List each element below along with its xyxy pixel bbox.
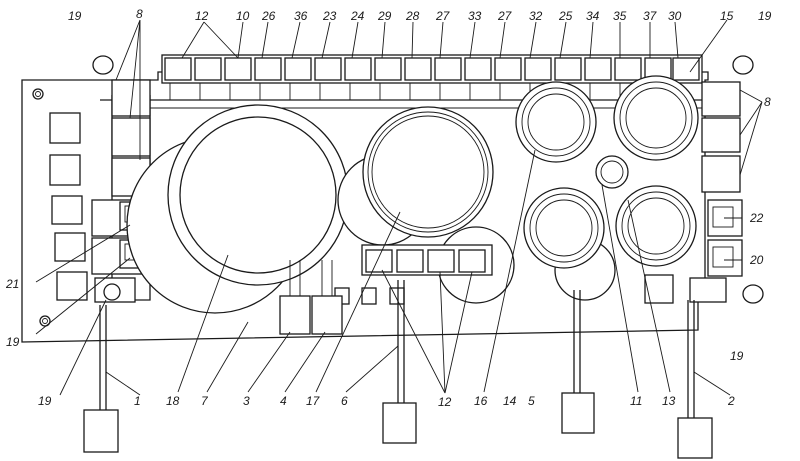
callout-12-bottom: 12 [438,395,452,409]
callout-20: 20 [749,253,764,267]
indicator-lamp-left-1 [49,112,81,144]
callout-35: 35 [613,9,627,23]
callout-4: 4 [280,394,287,408]
switch-20 [707,239,743,277]
callout-7: 7 [201,394,209,408]
leader-lines [35,19,763,396]
plug-5 [561,392,595,434]
callout-22: 22 [749,211,764,225]
callout-19-top-left: 19 [68,9,82,23]
speedometer-dial [179,116,337,274]
callout-21: 21 [5,277,19,291]
mounting-hole-top-left [32,88,44,100]
callout-27-a: 27 [435,9,451,23]
cable-1 [99,305,107,410]
mounting-tab-19-top-left [92,55,114,75]
indicator-lamp-8-right-top [701,81,741,117]
callout-14: 14 [503,394,517,408]
mounting-hole-bottom-left [39,315,51,327]
plug-6 [382,402,417,444]
connector-4 [311,295,343,335]
callout-labels: 19 8 12 10 26 36 23 24 29 28 27 33 27 32… [5,7,772,409]
plug-2 [677,417,713,459]
callout-17: 17 [306,394,321,408]
callout-5: 5 [528,394,535,408]
cable-5 [573,290,581,395]
callout-28: 28 [405,9,420,23]
callout-8-left: 8 [136,7,143,21]
callout-8-right: 8 [764,95,771,109]
callout-1: 1 [134,394,141,408]
tachometer-bezel [362,106,494,238]
callout-15: 15 [720,9,734,23]
callout-10: 10 [236,9,250,23]
gauge-top-right [613,75,699,161]
callout-27-b: 27 [497,9,513,23]
callout-29: 29 [377,9,392,23]
callout-13: 13 [662,394,676,408]
callout-37: 37 [643,9,658,23]
callout-6: 6 [341,394,348,408]
callout-3: 3 [243,394,250,408]
callout-25: 25 [558,9,573,23]
indicator-lamp-8-right-low [701,155,741,193]
callout-34: 34 [586,9,600,23]
callout-33: 33 [468,9,482,23]
mounting-tab-19-top-right [732,55,754,75]
callout-19-right: 19 [730,349,744,363]
callout-18: 18 [166,394,180,408]
callout-19-top-right: 19 [758,9,772,23]
indicator-lamp-left-4 [54,232,86,262]
connector-3 [279,295,311,335]
top-lamp-row [161,54,703,100]
knob-19 [103,283,121,301]
callout-23: 23 [322,9,337,23]
callout-26: 26 [261,9,276,23]
callout-12-top: 12 [195,9,209,23]
callout-19-bottom: 19 [38,394,52,408]
indicator-lamp-left-5 [56,271,88,301]
indicator-lamp-8-mid [111,117,151,157]
indicator-lamp-left-3 [51,195,83,225]
center-lamp-row [361,244,493,276]
mounting-tab-19-right [742,284,764,304]
callout-36: 36 [294,9,308,23]
indicator-lamp-left-2 [49,154,81,186]
callout-16: 16 [474,394,488,408]
callout-30: 30 [668,9,682,23]
callout-2: 2 [727,394,735,408]
callout-19-left: 19 [6,335,20,349]
indicator-lamp-8-right-mid [701,117,741,153]
callout-11: 11 [630,394,642,408]
plug-1 [83,409,119,453]
callout-32: 32 [529,9,543,23]
callout-24: 24 [350,9,365,23]
cable-2 [687,300,695,420]
